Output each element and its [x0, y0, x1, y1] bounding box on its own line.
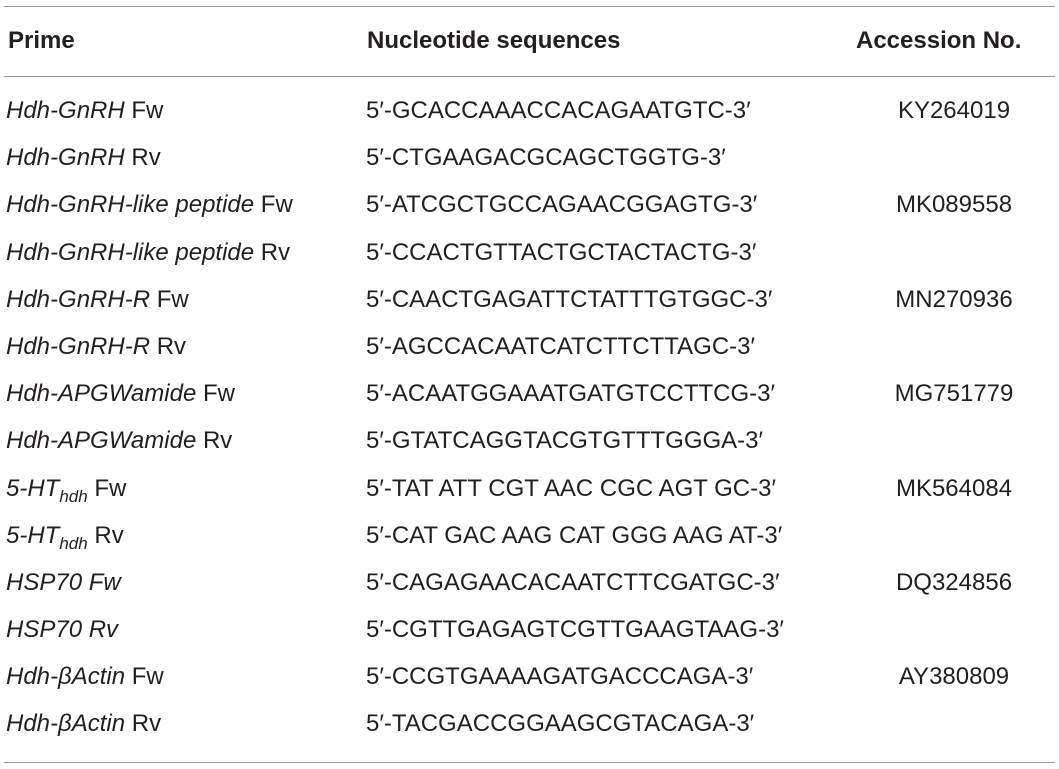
table-row: HSP70 Rv 5′-CGTTGAGAGTCGTTGAAGTAAG-3′: [0, 606, 1059, 653]
primer-direction: Fw: [125, 663, 164, 691]
primer-direction: Fw: [87, 474, 127, 502]
primer-name-cell: Hdh-βActin Rv: [6, 700, 161, 747]
sequence-cell: 5′-AGCCACAATCATCTTCTTAGC-3′: [366, 332, 756, 360]
top-rule: [4, 6, 1055, 7]
table-row: 5-HThdh Fw 5′-TAT ATT CGT AAC CGC AGT GC-…: [0, 465, 1059, 512]
primer-direction: Rv: [82, 616, 119, 644]
primer-direction: Fw: [254, 191, 293, 219]
accession-cell: DQ324856: [895, 568, 1013, 596]
primer-gene-name: Hdh-GnRH-R: [6, 332, 151, 360]
primer-direction: Fw: [150, 285, 189, 313]
sequence-cell: 5′-ATCGCTGCCAGAACGGAGTG-3′: [366, 191, 758, 219]
sequence-cell: 5′-GTATCAGGTACGTGTTTGGGA-3′: [366, 427, 763, 455]
accession-cell: MG751779: [894, 380, 1014, 408]
accession-cell: KY264019: [897, 97, 1011, 124]
primer-name-cell: Hdh-GnRH-like peptide Rv: [6, 229, 290, 276]
primer-gene-name: Hdh-GnRH-R: [6, 285, 151, 313]
table-row: Hdh-APGWamide Fw 5′-ACAATGGAAATGATGTCCTTC…: [0, 370, 1059, 417]
primer-name-cell: Hdh-APGWamide Rv: [6, 417, 232, 464]
table-row: Hdh-βActin Fw 5′-CCGTGAAAAGATGACCCAGA-3′ A…: [0, 653, 1059, 700]
primer-name-cell: HSP70 Rv: [6, 606, 118, 653]
primer-name-cell: Hdh-GnRH-R Rv: [6, 323, 186, 370]
primer-gene-name: Hdh-GnRH: [6, 144, 125, 172]
primer-name-cell: Hdh-GnRH Rv: [6, 134, 161, 181]
primer-gene-name: HSP70: [6, 616, 83, 644]
primer-gene-name: Hdh-GnRH-like peptide: [6, 191, 255, 219]
header-sequence: Nucleotide sequences: [367, 27, 621, 54]
primer-direction: Fw: [82, 568, 121, 596]
primer-name-cell: Hdh-APGWamide Fw: [6, 370, 235, 417]
primer-direction: Fw: [124, 97, 164, 124]
table-header: Prime Nucleotide sequences Accession No.: [0, 6, 1059, 76]
primer-gene-name: Hdh-βActin: [6, 710, 126, 738]
primer-direction: Rv: [254, 238, 291, 266]
table-row: Hdh-GnRH-R Rv 5′-AGCCACAATCATCTTCTTAGC-3′: [0, 323, 1059, 370]
primer-direction: Rv: [124, 144, 161, 172]
bottom-rule: [4, 762, 1055, 763]
primer-gene-name: Hdh-GnRH-like peptide: [6, 238, 255, 266]
sequence-cell: 5′-TAT ATT CGT AAC CGC AGT GC-3′: [366, 474, 776, 502]
primer-gene-name: Hdh-APGWamide: [6, 380, 197, 408]
accession-cell: MK564084: [895, 474, 1013, 502]
primer-direction: Rv: [125, 710, 162, 738]
primer-gene-name: HSP70: [6, 568, 83, 596]
primer-direction: Rv: [150, 332, 187, 360]
table-row: Hdh-APGWamide Rv 5′-GTATCAGGTACGTGTTTGGGA…: [0, 417, 1059, 464]
sequence-cell: 5′-ACAATGGAAATGATGTCCTTCG-3′: [366, 380, 776, 408]
sequence-cell: 5′-CTGAAGACGCAGCTGGTG-3′: [366, 144, 726, 172]
primer-gene-name: Hdh-APGWamide: [6, 427, 197, 455]
accession-cell: AY380809: [898, 663, 1010, 691]
primer-name-cell: Hdh-βActin Fw: [6, 653, 164, 700]
sequence-cell: 5′-CAGAGAACACAATCTTCGATGC-3′: [366, 568, 780, 596]
table-row: Hdh-GnRH Rv 5′-CTGAAGACGCAGCTGGTG-3′: [0, 134, 1059, 181]
header-rule: [4, 76, 1055, 77]
header-primer: Prime: [8, 27, 75, 54]
sequence-cell: 5′-CGTTGAGAGTCGTTGAAGTAAG-3′: [366, 616, 784, 644]
accession-cell: MK089558: [895, 191, 1013, 219]
table-row: Hdh-GnRH-like peptide Fw 5′-ATCGCTGCCAGAA…: [0, 181, 1059, 228]
primer-name-cell: Hdh-GnRH-R Fw: [6, 276, 189, 323]
primer-direction: Fw: [196, 380, 235, 408]
primer-name-cell: HSP70 Fw: [6, 559, 121, 606]
table-row: 5-HThdh Rv 5′-CAT GAC AAG CAT GGG AAG AT-…: [0, 512, 1059, 559]
primer-gene-name: Hdh-GnRH: [6, 97, 125, 124]
primer-gene-subscript: hdh: [59, 533, 88, 553]
sequence-cell: 5′-CCGTGAAAAGATGACCCAGA-3′: [366, 663, 754, 691]
table-row: HSP70 Fw 5′-CAGAGAACACAATCTTCGATGC-3′ DQ32…: [0, 559, 1059, 606]
sequence-cell: 5′-GCACCAAACCACAGAATGTC-3′: [366, 97, 751, 124]
table-body: Hdh-GnRH Fw 5′-GCACCAAACCACAGAATGTC-3′ KY2…: [0, 87, 1059, 748]
primer-direction: Rv: [196, 427, 233, 455]
table-row: Hdh-GnRH-like peptide Rv 5′-CCACTGTTACTGC…: [0, 229, 1059, 276]
primer-name-cell: Hdh-GnRH-like peptide Fw: [6, 181, 293, 228]
table-row: Hdh-GnRH-R Fw 5′-CAACTGAGATTCTATTTGTGGC-3…: [0, 276, 1059, 323]
header-accession: Accession No.: [856, 27, 1022, 54]
table-row: Hdh-GnRH Fw 5′-GCACCAAACCACAGAATGTC-3′ KY2…: [0, 87, 1059, 134]
primer-gene-name: Hdh-βActin: [6, 663, 126, 691]
primer-gene-name: 5-HT: [6, 521, 60, 549]
primer-name-cell: 5-HThdh Fw: [6, 465, 126, 512]
primer-name-cell: 5-HThdh Rv: [6, 512, 124, 559]
sequence-cell: 5′-CCACTGTTACTGCTACTACTG-3′: [366, 238, 757, 266]
primer-gene-name: 5-HT: [6, 474, 60, 502]
sequence-cell: 5′-CAACTGAGATTCTATTTGTGGC-3′: [366, 285, 773, 313]
table-row: Hdh-βActin Rv 5′-TACGACCGGAAGCGTACAGA-3′: [0, 700, 1059, 747]
primer-name-cell: Hdh-GnRH Fw: [6, 87, 163, 134]
primer-direction: Rv: [87, 521, 124, 549]
primer-gene-subscript: hdh: [59, 486, 88, 506]
accession-cell: MN270936: [895, 285, 1013, 313]
sequence-cell: 5′-TACGACCGGAAGCGTACAGA-3′: [366, 710, 755, 738]
sequence-cell: 5′-CAT GAC AAG CAT GGG AAG AT-3′: [366, 521, 783, 549]
